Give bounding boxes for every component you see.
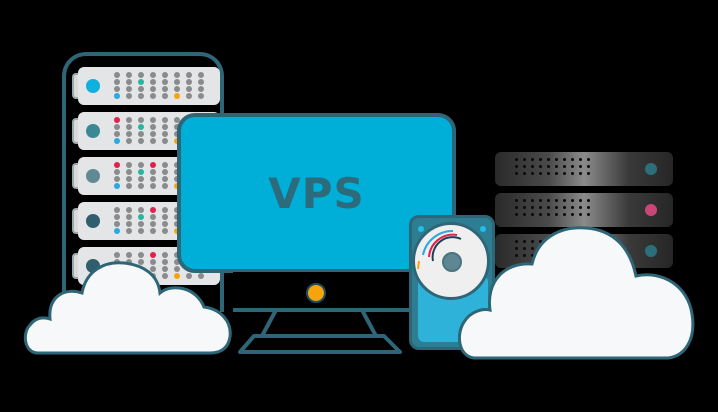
dark-server-unit — [495, 152, 673, 186]
status-led-icon — [645, 163, 657, 175]
rack-handle — [72, 253, 78, 279]
disc-hub — [442, 252, 462, 272]
dark-server-unit — [495, 193, 673, 227]
vent-grid — [515, 158, 590, 175]
rack-unit — [72, 67, 220, 105]
cloud-icon — [457, 226, 695, 360]
power-button-icon — [306, 283, 326, 303]
rack-handle — [72, 163, 78, 189]
rack-handle — [72, 73, 78, 99]
screw-icon — [418, 226, 424, 232]
status-led-icon — [86, 214, 100, 228]
rack-handle — [72, 208, 78, 234]
status-led-icon — [86, 124, 100, 138]
monitor-stand-icon — [238, 309, 402, 354]
monitor-title: VPS — [268, 168, 365, 218]
status-led-icon — [86, 169, 100, 183]
monitor-screen: VPS — [177, 113, 456, 273]
status-led-icon — [86, 79, 100, 93]
cloud-icon — [23, 261, 232, 355]
vent-grid — [515, 199, 590, 216]
indicator-grid — [114, 72, 204, 99]
status-led-icon — [645, 204, 657, 216]
screw-icon — [480, 226, 486, 232]
optical-disc-icon — [412, 222, 490, 300]
status-led-icon — [645, 245, 657, 257]
rack-handle — [72, 118, 78, 144]
